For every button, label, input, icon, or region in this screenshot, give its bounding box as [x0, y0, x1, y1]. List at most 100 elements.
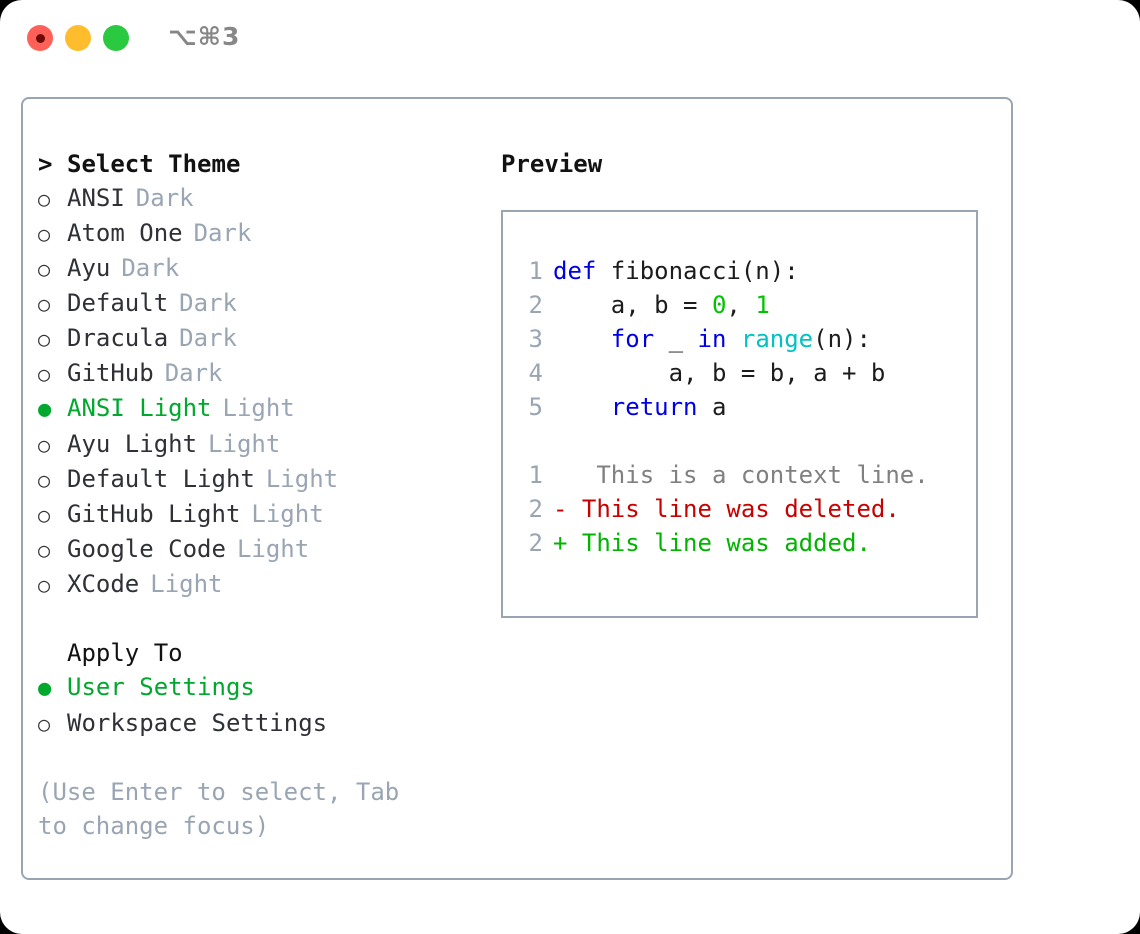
- theme-name: Default: [67, 289, 169, 317]
- code-token: (n):: [813, 325, 871, 353]
- code-token: [553, 393, 611, 421]
- theme-name: GitHub: [67, 359, 154, 387]
- keyboard-hint-text: (Use Enter to select, Tab to change focu…: [38, 778, 400, 840]
- code-token: [726, 325, 740, 353]
- spacer: [38, 602, 478, 636]
- code-token: for: [610, 325, 655, 353]
- close-button-icon[interactable]: [27, 25, 53, 51]
- line-number: 4: [528, 359, 543, 387]
- theme-option-dracula-dark[interactable]: ○ Dracula Dark: [38, 321, 478, 356]
- code-line: 5 return a: [519, 390, 976, 424]
- theme-option-xcode[interactable]: ○ XCode Light: [38, 567, 478, 602]
- keyboard-shortcut-label: ⌥⌘3: [168, 22, 241, 51]
- radio-icon: ○: [38, 712, 51, 736]
- line-number: 3: [528, 325, 543, 353]
- diff-text: This is a context line.: [567, 461, 929, 489]
- radio-icon: ○: [38, 468, 51, 492]
- theme-name: Dracula: [67, 324, 169, 352]
- theme-name: Ayu: [67, 254, 111, 282]
- theme-name: Ayu Light: [67, 430, 198, 458]
- radio-icon: ○: [38, 292, 51, 316]
- code-token: fibonacci(n):: [596, 257, 799, 285]
- code-token: [553, 325, 611, 353]
- diff-text: This line was deleted.: [567, 495, 900, 523]
- diff-line-context: 1 This is a context line.: [519, 458, 976, 492]
- code-token: a, b = b, a + b: [553, 359, 886, 387]
- code-token: in: [697, 325, 727, 353]
- line-number: 2: [528, 495, 543, 523]
- radio-icon: ○: [38, 222, 51, 246]
- line-number: 5: [528, 393, 543, 421]
- radio-selected-icon: ●: [38, 397, 52, 422]
- theme-variant-badge: Light: [222, 394, 295, 422]
- radio-selected-icon: ●: [38, 676, 52, 701]
- theme-variant-badge: Dark: [121, 254, 180, 282]
- apply-to-option-workspace-settings[interactable]: ○ Workspace Settings: [38, 706, 478, 741]
- line-number: 2: [528, 529, 543, 557]
- theme-option-ansi-light[interactable]: ● ANSI Light Light: [38, 391, 478, 427]
- diff-line-added: 2+ This line was added.: [519, 526, 976, 560]
- code-token: return: [610, 393, 698, 421]
- select-theme-heading: >Select Theme: [38, 147, 478, 181]
- radio-icon: ○: [38, 257, 51, 281]
- radio-icon: ○: [38, 573, 51, 597]
- theme-variant-badge: Dark: [179, 289, 237, 317]
- theme-variant-badge: Dark: [179, 324, 237, 352]
- theme-variant-badge: Light: [236, 535, 310, 563]
- theme-name: GitHub Light: [67, 500, 241, 528]
- code-token: def: [553, 257, 597, 285]
- preview-heading: Preview: [501, 150, 603, 178]
- theme-variant-badge: Light: [208, 430, 281, 458]
- radio-icon: ○: [38, 362, 51, 386]
- theme-option-atom-one-dark[interactable]: ○ Atom One Dark: [38, 216, 478, 251]
- code-token: 1: [755, 291, 770, 319]
- radio-icon: ○: [38, 503, 51, 527]
- code-line: 2 a, b = 0, 1: [519, 288, 976, 322]
- code-token: ,: [726, 291, 756, 319]
- code-token: range: [740, 325, 814, 353]
- theme-option-ayu-dark[interactable]: ○ Ayu Dark: [38, 251, 478, 286]
- diff-marker: -: [553, 495, 568, 523]
- code-line: 3 for _ in range(n):: [519, 322, 976, 356]
- theme-variant-badge: Dark: [193, 219, 252, 247]
- theme-option-default-dark[interactable]: ○ Default Dark: [38, 286, 478, 321]
- theme-name: ANSI: [67, 184, 125, 212]
- window-controls: [27, 25, 129, 51]
- titlebar: ⌥⌘3: [0, 0, 1140, 78]
- theme-option-github-light[interactable]: ○ GitHub Light Light: [38, 497, 478, 532]
- code-token: a: [697, 393, 727, 421]
- code-blank-line: [519, 424, 976, 458]
- minimize-button-icon[interactable]: [65, 25, 91, 51]
- theme-name: XCode: [67, 570, 140, 598]
- caret-icon: >: [38, 150, 53, 178]
- apply-to-label: Workspace Settings: [67, 709, 328, 737]
- diff-line-deleted: 2- This line was deleted.: [519, 492, 976, 526]
- theme-name: Atom One: [67, 219, 183, 247]
- theme-variant-badge: Light: [251, 500, 324, 528]
- maximize-button-icon[interactable]: [103, 25, 129, 51]
- theme-name: Default Light: [67, 465, 255, 493]
- code-line: 4 a, b = b, a + b: [519, 356, 976, 390]
- code-token: 0: [711, 291, 727, 319]
- diff-marker: [553, 461, 567, 489]
- apply-to-option-user-settings[interactable]: ● User Settings: [38, 670, 478, 706]
- theme-name: ANSI Light: [67, 394, 212, 422]
- radio-icon: ○: [38, 327, 51, 351]
- apply-to-label: User Settings: [67, 673, 255, 701]
- line-number: 1: [528, 461, 543, 489]
- theme-variant-badge: Light: [150, 570, 223, 598]
- apply-to-heading: Apply To: [67, 639, 183, 667]
- line-number: 2: [528, 291, 543, 319]
- close-inner-dot-icon: [35, 33, 45, 43]
